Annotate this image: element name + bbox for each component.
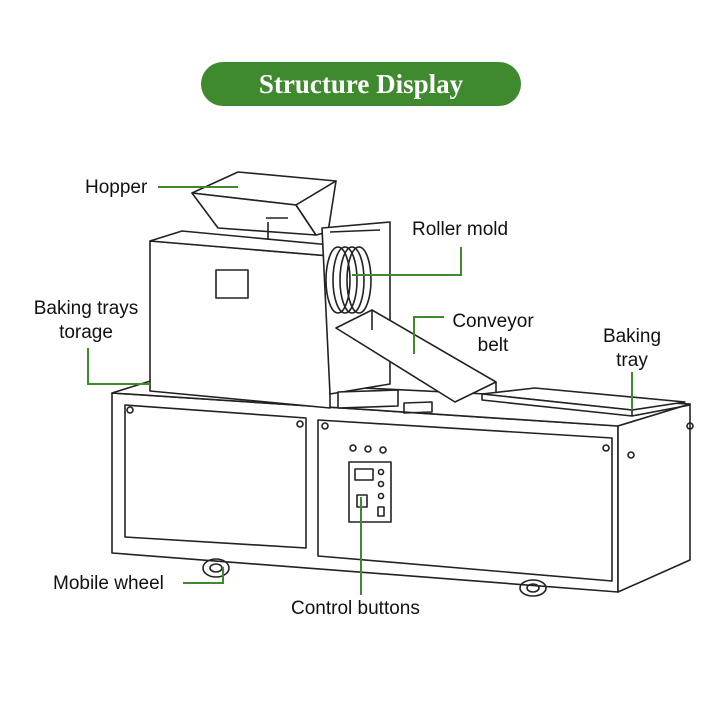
baking-tray	[481, 387, 691, 417]
base-cabinet	[111, 377, 694, 593]
label-mobile-wheel: Mobile wheel	[53, 573, 164, 594]
machine-drawing	[111, 171, 694, 597]
page-title: Structure Display	[258, 68, 464, 99]
wheels	[202, 558, 547, 597]
leader-storage	[87, 348, 150, 385]
label-conveyor-belt: Conveyor belt	[452, 311, 534, 356]
control-panel	[348, 444, 392, 523]
roller-mold	[321, 221, 391, 395]
leader-mobile-wheel	[183, 567, 224, 584]
hopper	[191, 171, 337, 240]
title-banner: Structure Display	[201, 62, 521, 106]
label-roller-mold: Roller mold	[412, 219, 509, 240]
label-control-buttons: Control buttons	[291, 598, 420, 619]
leader-lines	[87, 186, 633, 595]
label-hopper: Hopper	[85, 177, 148, 198]
label-baking-trays-storage: Baking trays torage	[33, 298, 139, 343]
storage-box	[149, 230, 353, 409]
leader-conveyor	[413, 316, 444, 354]
leader-roller-mold	[352, 247, 462, 276]
label-baking-tray: Baking tray	[602, 326, 662, 371]
conveyor-belt	[335, 309, 497, 414]
